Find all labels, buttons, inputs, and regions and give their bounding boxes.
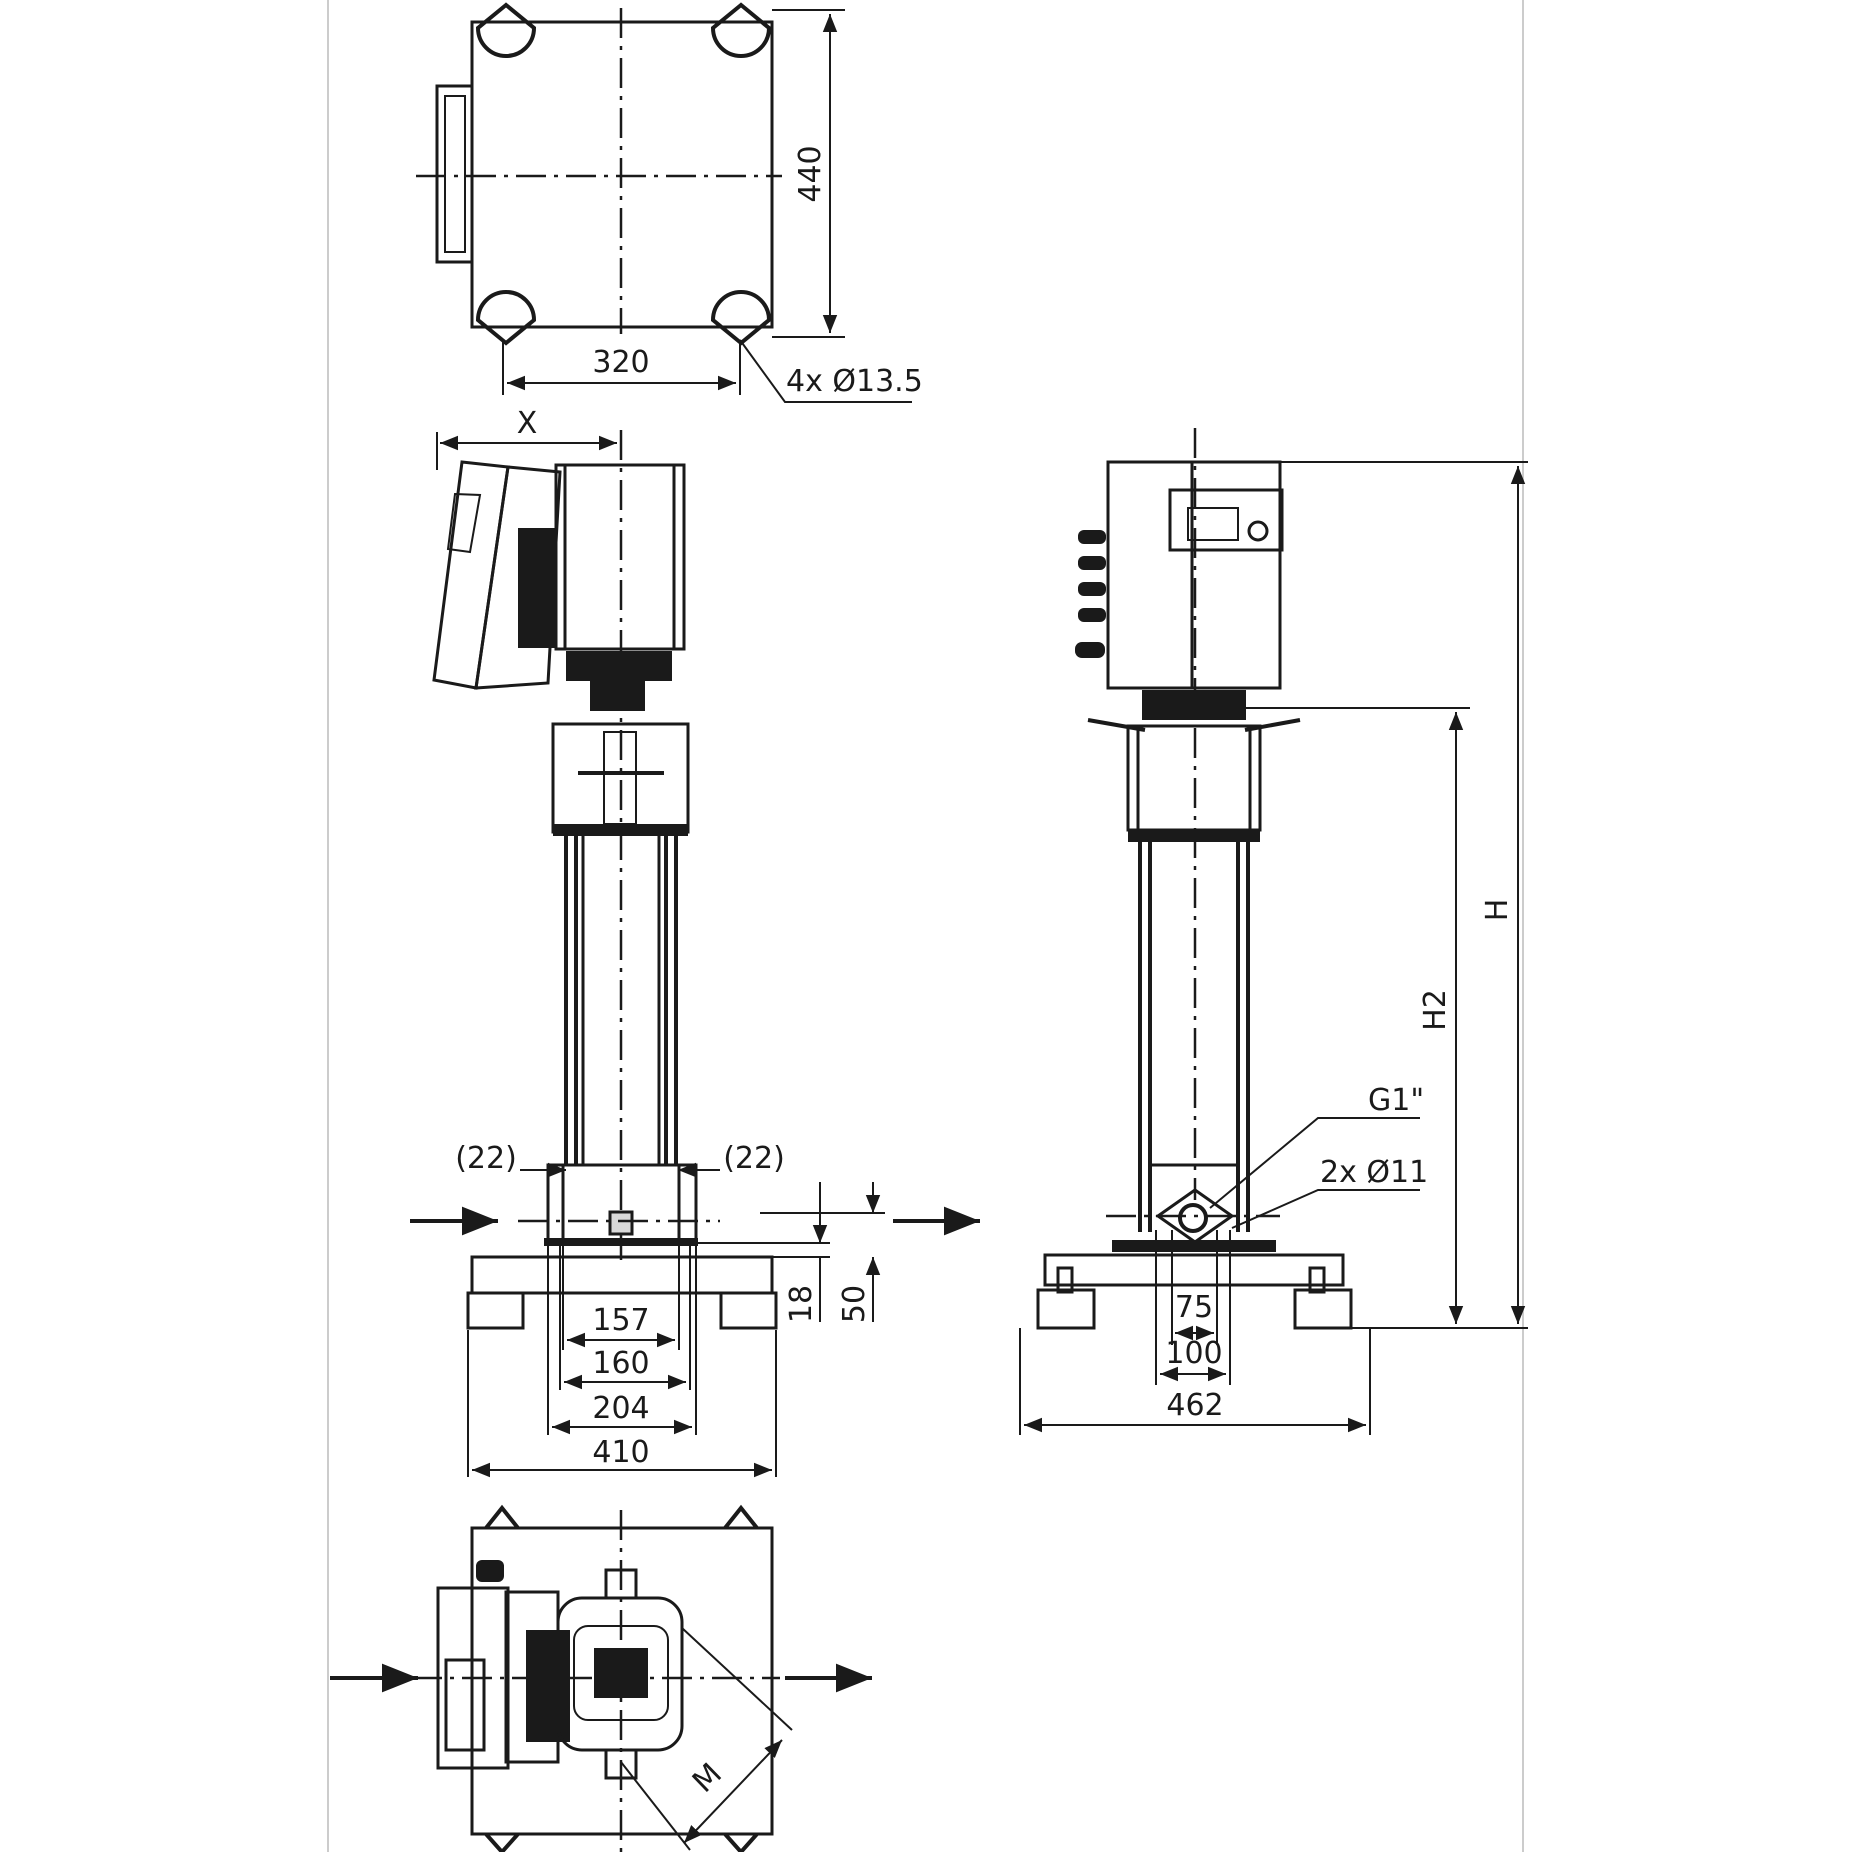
dim-204-label: 204 <box>592 1391 649 1426</box>
front-view <box>410 430 980 1478</box>
dim-22-right-label: (22) <box>723 1141 785 1176</box>
dim-h-label: H <box>1480 899 1515 922</box>
dim-320-label: 320 <box>592 345 649 380</box>
dim-75-label: 75 <box>1175 1290 1213 1325</box>
dim-h2-label: H2 <box>1418 989 1453 1031</box>
dim-50-label: 50 <box>837 1285 872 1323</box>
dim-410-label: 410 <box>592 1435 649 1470</box>
dim-100-label: 100 <box>1165 1336 1222 1371</box>
top-view <box>416 2 912 403</box>
dim-m-label: M <box>686 1757 729 1800</box>
dim-157-label: 157 <box>592 1303 649 1338</box>
dim-160-label: 160 <box>592 1346 649 1381</box>
dim-22-left-label: (22) <box>455 1141 517 1176</box>
dim-x-label: X <box>517 406 538 441</box>
dim-18-label: 18 <box>784 1285 819 1323</box>
dim-440-label: 440 <box>793 145 828 202</box>
dim-462-label: 462 <box>1166 1388 1223 1423</box>
holes-top-label: 4x Ø13.5 <box>786 364 923 399</box>
g1-thread-label: G1" <box>1368 1083 1424 1118</box>
holes-side-label: 2x Ø11 <box>1320 1155 1428 1190</box>
side-view <box>1019 428 1528 1435</box>
bottom-view <box>330 1504 872 1852</box>
